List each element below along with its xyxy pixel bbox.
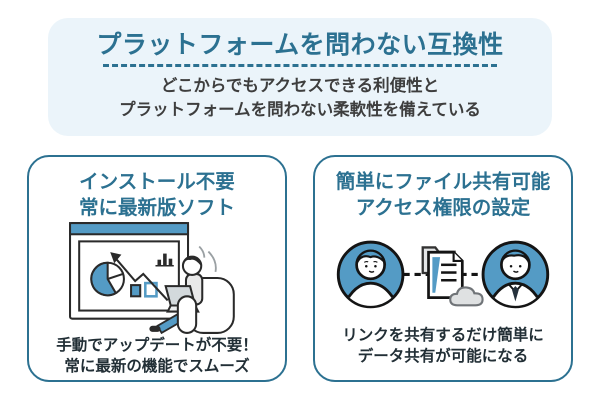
card-no-install: インストール不要 常に最新版ソフト [27,155,287,382]
card-file-sharing-caption: リンクを共有するだけ簡単に データ共有が可能になる [342,325,544,367]
cloud-icon [449,285,484,306]
card-no-install-title: インストール不要 常に最新版ソフト [79,169,235,221]
header-subtitle-line2: プラットフォームを問わない柔軟性を備えている [119,101,481,119]
card-file-sharing-caption-line2: データ共有が可能になる [357,348,529,365]
card-no-install-caption: 手動でアップデートが不要！ 常に最新の機能でスムーズ [56,335,258,377]
card-file-sharing-title: 簡単にファイル共有可能 アクセス権限の設定 [336,169,551,221]
header-panel: プラットフォームを問わない互換性 どこからでもアクセスできる利便性と プラットフ… [48,18,552,136]
card-no-install-title-line2: 常に最新版ソフト [78,197,235,219]
card-no-install-caption-line2: 常に最新の機能でスムーズ [64,358,250,375]
person-with-laptop-and-presentation-chart-icon [69,222,235,335]
dashed-divider [103,64,497,67]
card-file-sharing-title-line2: アクセス権限の設定 [355,197,531,219]
header-subtitle-line1: どこからでもアクセスできる利便性と [160,77,440,95]
card-no-install-caption-line1: 手動でアップデートが不要！ [56,337,258,354]
illustration-wrapper-left [68,221,246,335]
page-title: プラットフォームを問わない互換性 [96,31,504,59]
illustration-wrapper-right [332,221,554,325]
card-no-install-title-line1: インストール不要 [79,171,235,193]
card-file-sharing: 簡単にファイル共有可能 アクセス権限の設定 [313,155,573,382]
two-people-file-sharing-icon [336,240,550,308]
card-file-sharing-caption-line1: リンクを共有するだけ簡単に [342,327,544,344]
card-file-sharing-title-line1: 簡単にファイル共有可能 [335,171,551,193]
